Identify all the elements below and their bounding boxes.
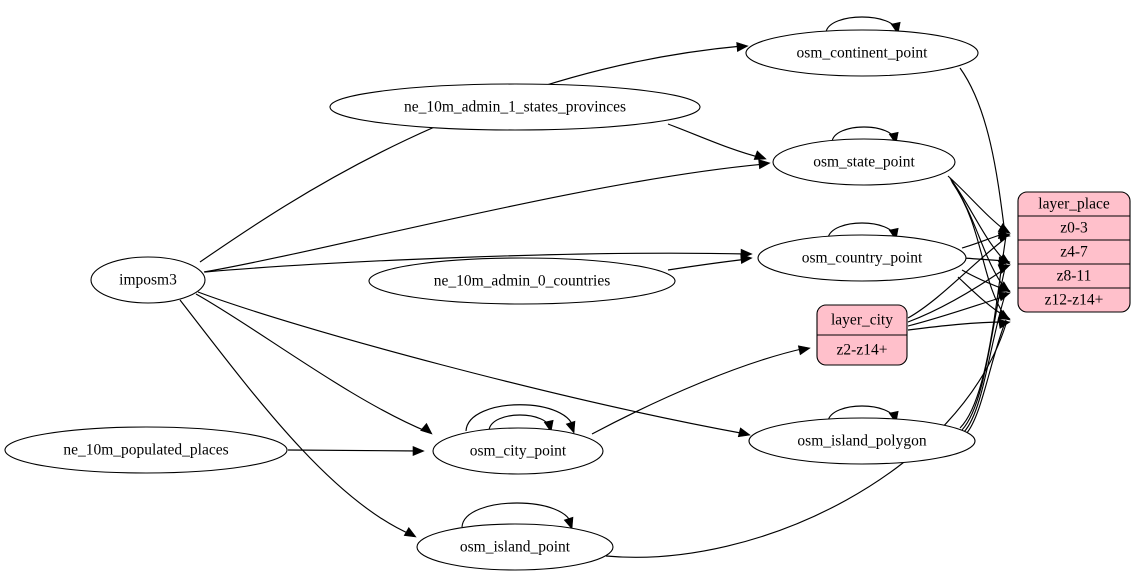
node-osm_city_point[interactable]: osm_city_point — [432, 427, 604, 475]
edge-layer_city-to-layer_place_z12 — [907, 321, 1007, 331]
edge-imposm3-to-osm_state_point — [203, 163, 766, 273]
arrowhead-into-z12-c — [997, 318, 1011, 329]
edge-osm_state_point-to-layer_place_z0_3 — [947, 175, 1007, 232]
node-shape-ne_10m_admin_0_countries — [368, 257, 676, 305]
node-osm_island_point[interactable]: osm_island_point — [416, 523, 614, 571]
arrowhead-countries->osm_country_point — [740, 253, 753, 265]
arrowhead-into-z4_7-b — [998, 256, 1011, 267]
edge-layer_city-to-layer_place_z8_11 — [907, 295, 1007, 327]
arrowhead-into-z0_3-c — [997, 232, 1011, 242]
node-shape-ne_10m_admin_1_states_provinces — [329, 83, 701, 131]
edge-osm_state_point-to-layer_place_z4_7 — [949, 177, 1007, 263]
node-shape-osm_island_polygon — [748, 417, 976, 465]
arrowhead-places->osm_city_point — [412, 445, 425, 457]
node-shape-ne_10m_populated_places — [4, 426, 288, 474]
edge-imposm3-to-osm_city_point — [195, 293, 429, 433]
node-osm_island_polygon[interactable]: osm_island_polygon — [748, 417, 976, 465]
arrowhead-into-z8_11-b — [997, 282, 1011, 293]
record-row-layer_city_z2[interactable] — [817, 335, 907, 365]
node-shape-osm_continent_point — [745, 29, 979, 77]
record-node-layer_place[interactable]: layer_placez0-3z4-7z8-11z12-z14+ — [1017, 191, 1131, 313]
node-shape-imposm3 — [90, 256, 206, 304]
node-ne_10m_populated_places[interactable]: ne_10m_populated_places — [4, 426, 288, 474]
edge-osm_continent_point-to-layer_place_z0_3 — [959, 67, 1006, 235]
edge-osm_city_point-to-layer_city_z2 — [591, 347, 807, 435]
node-shape-osm_city_point — [432, 427, 604, 475]
arrowhead-states->osm_state_point — [753, 150, 767, 160]
edge-imposm3-to-osm_country_point — [204, 252, 749, 273]
edge-osm_island_point-to-layer_place_z12 — [605, 323, 1007, 558]
edge-imposm3-to-osm_island_polygon — [197, 291, 747, 435]
arrowhead-into-z12-b — [997, 310, 1011, 320]
node-shape-osm_country_point — [757, 234, 967, 282]
edge-ne_10m_admin_0_countries-to-osm_country_point — [667, 258, 749, 271]
arrowhead-imposm3->osm_island_polygon — [737, 427, 751, 438]
arrowhead-into-layer_city — [797, 345, 811, 356]
edge-imposm3-to-osm_continent_point — [199, 45, 743, 263]
record-row-layer_place_title[interactable] — [1018, 192, 1130, 216]
record-frame-layer_place — [1017, 191, 1131, 313]
record-row-layer_place_z4_7[interactable] — [1018, 240, 1130, 264]
arrowhead-loop-city-outer — [565, 420, 576, 434]
edge-osm_island_point-to-osm_island_point — [461, 502, 573, 528]
edge-layer_city-to-layer_place_z4_7 — [907, 267, 1007, 323]
edge-osm_island_polygon-to-layer_place_z12 — [965, 319, 1007, 435]
node-shape-osm_state_point — [772, 138, 956, 186]
arrowhead-imposm3->osm_continent_point — [736, 41, 749, 53]
arrowhead-into-z4_7-c — [997, 264, 1011, 274]
edge-ne_10m_admin_1_states_provinces-to-osm_state_point — [667, 123, 763, 159]
arrowheads-layer — [403, 21, 1011, 538]
edge-osm_island_polygon-to-layer_place_z8_11 — [963, 291, 1007, 433]
edge-imposm3-to-osm_island_point — [179, 299, 413, 536]
record-row-layer_place_z12[interactable] — [1018, 288, 1130, 312]
arrowhead-imposm3->osm_island_point — [403, 526, 417, 538]
arrowhead-imposm3->osm_state_point — [758, 159, 771, 170]
record-node-layer_city[interactable]: layer_cityz2-z14+ — [816, 304, 908, 366]
arrowhead-into-z8_11-c — [997, 291, 1011, 302]
node-ne_10m_admin_1_states_provinces[interactable]: ne_10m_admin_1_states_provinces — [329, 83, 701, 131]
node-osm_continent_point[interactable]: osm_continent_point — [745, 29, 979, 77]
arrowhead-loop-island-point — [563, 516, 574, 530]
record-row-layer_city_title[interactable] — [817, 305, 907, 335]
edge-ne_10m_populated_places-to-osm_city_point — [287, 449, 421, 452]
arrowhead-loop-city-inner — [543, 419, 554, 433]
edge-layer_city-to-layer_place_z0_3 — [907, 237, 1007, 319]
node-osm_country_point[interactable]: osm_country_point — [757, 234, 967, 282]
record-row-layer_place_z8_11[interactable] — [1018, 264, 1130, 288]
arrowhead-into-z0_3-b — [997, 222, 1011, 234]
node-shape-osm_island_point — [416, 523, 614, 571]
record-row-layer_place_z0_3[interactable] — [1018, 216, 1130, 240]
node-osm_state_point[interactable]: osm_state_point — [772, 138, 956, 186]
nodes-layer: imposm3 ne_10m_admin_1_states_provincesne… — [4, 29, 979, 571]
arrowhead-imposm3->osm_city_point — [420, 422, 433, 435]
node-imposm3[interactable]: imposm3 — [90, 256, 206, 304]
edge-osm_city_point-to-osm_city_point — [465, 404, 575, 432]
node-ne_10m_admin_0_countries[interactable]: ne_10m_admin_0_countries — [368, 257, 676, 305]
